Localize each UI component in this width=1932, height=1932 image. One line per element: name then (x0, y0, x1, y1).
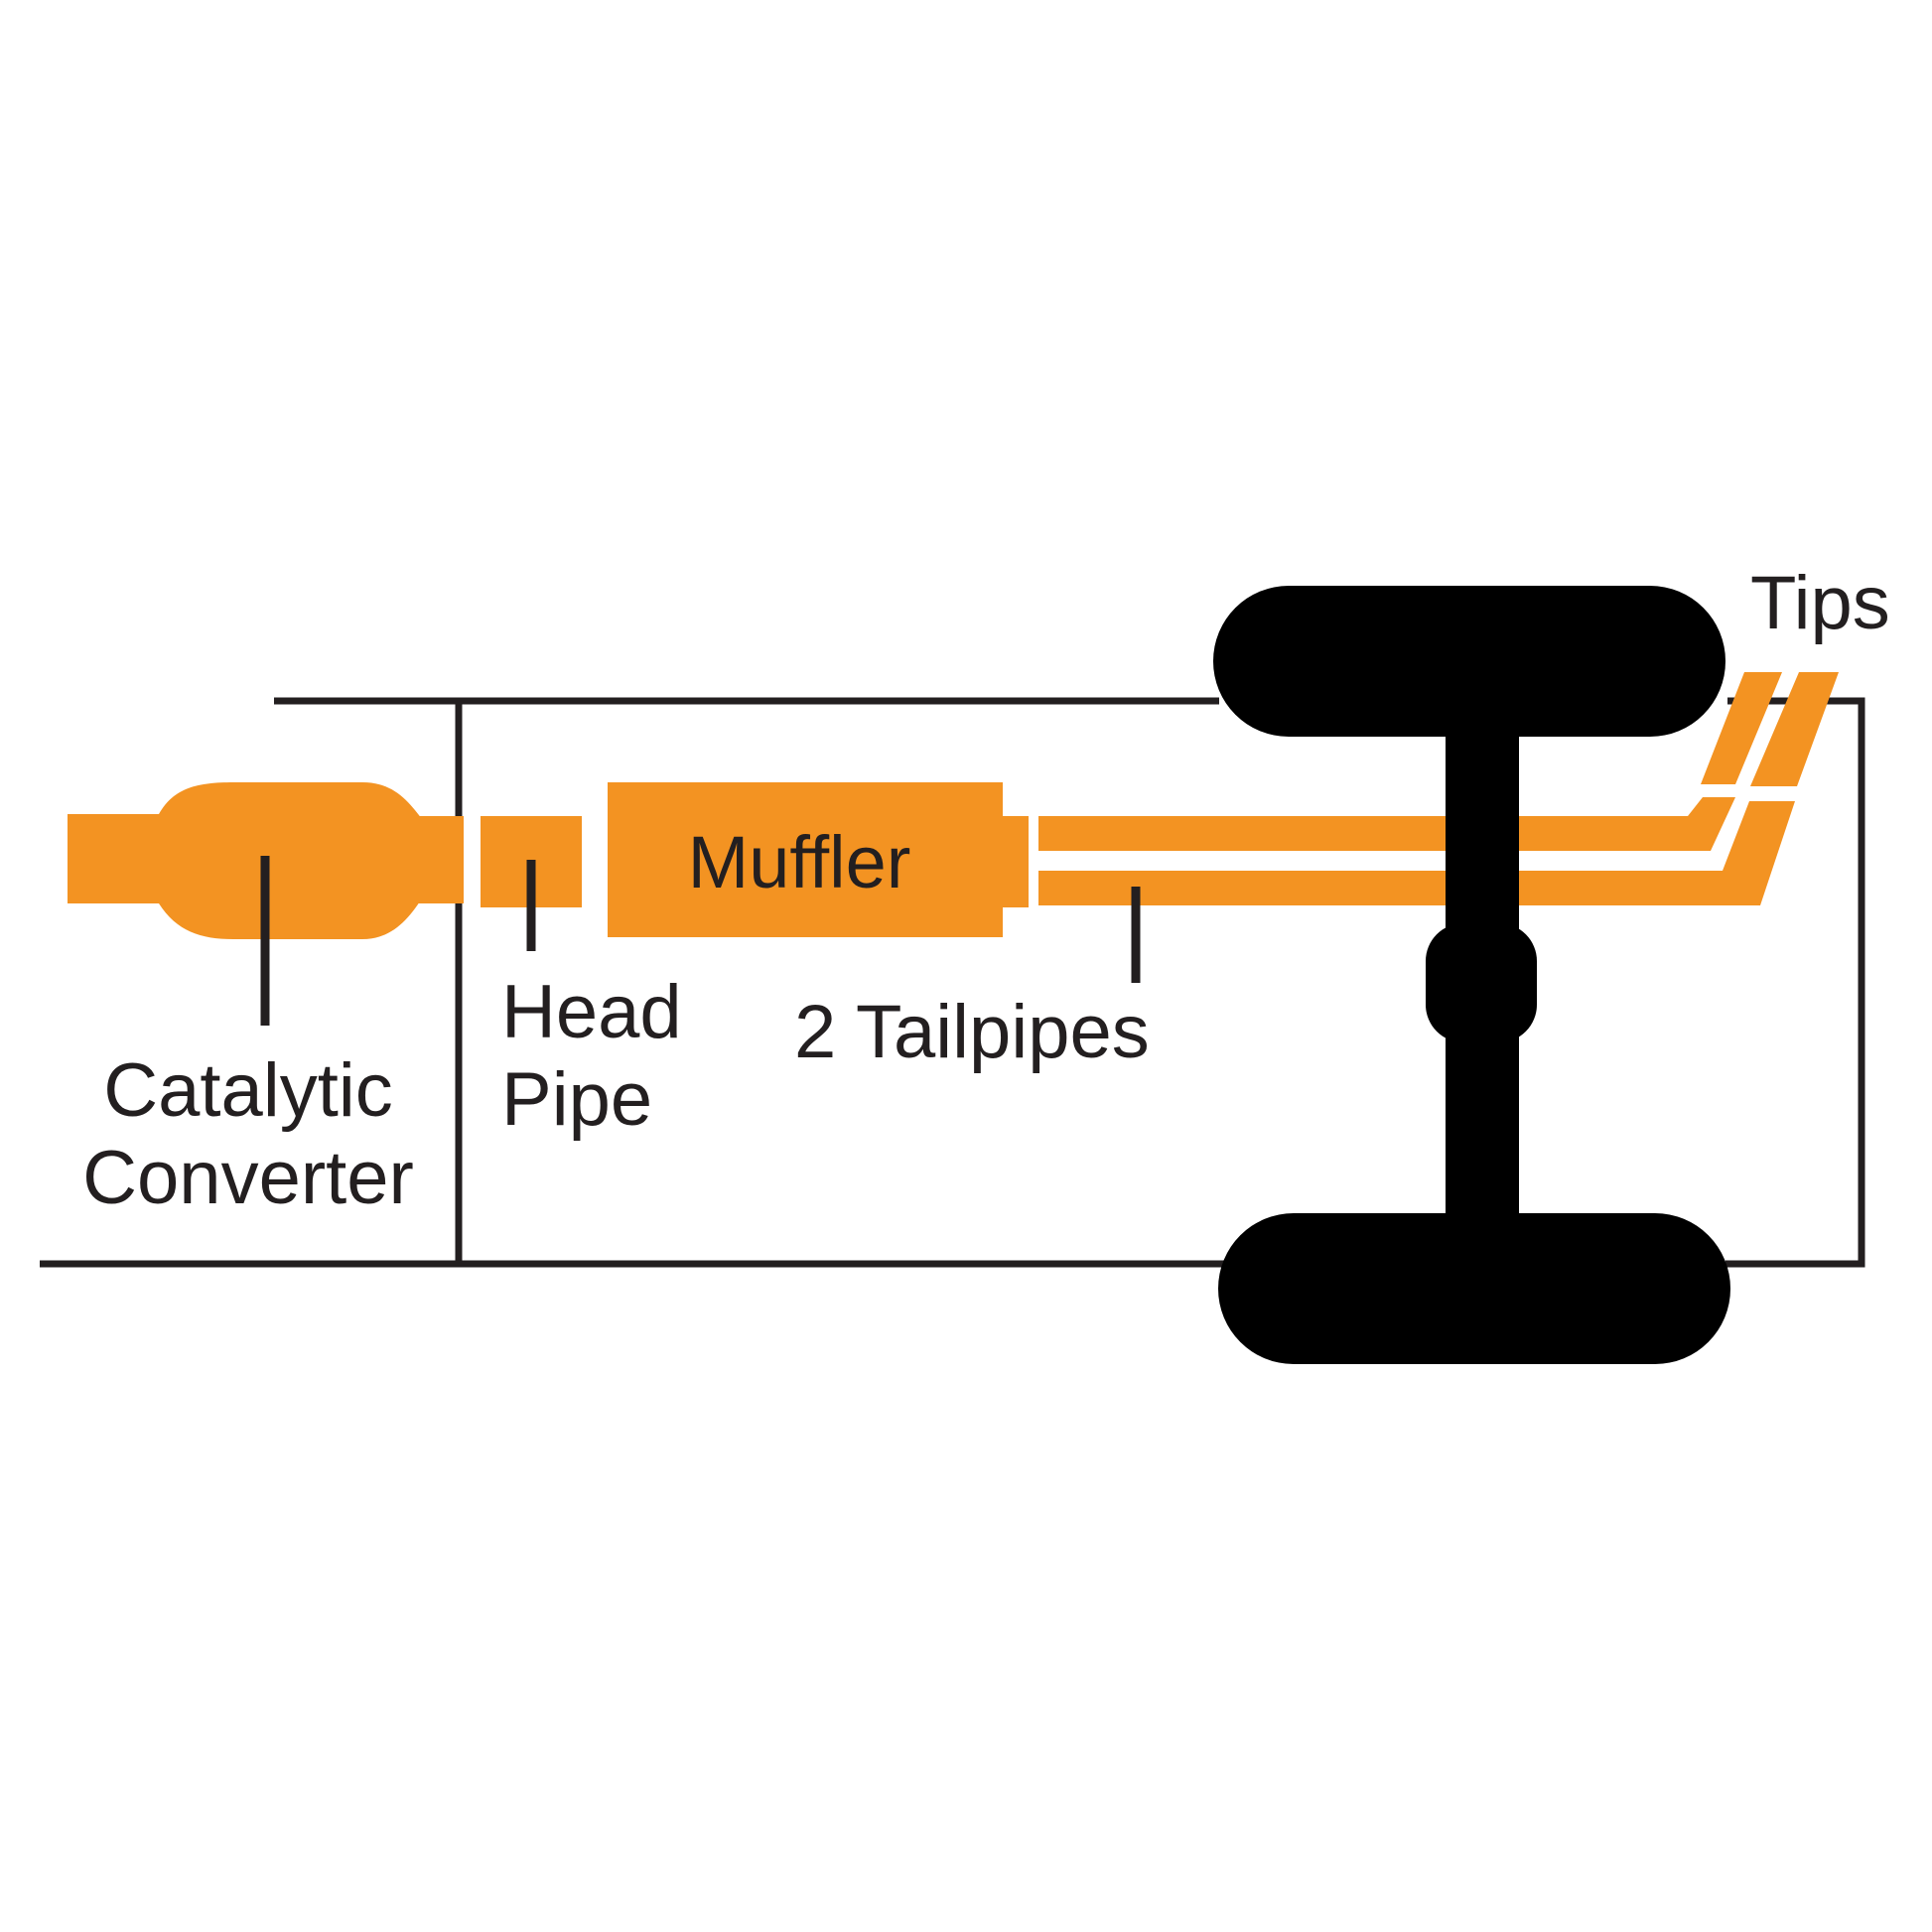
label-catalytic-converter-line2: Converter (82, 1136, 414, 1220)
label-catalytic-converter-line1: Catalytic (103, 1048, 392, 1133)
tip-lower (1750, 672, 1839, 786)
leader-lines (260, 856, 1141, 1026)
differential (1426, 923, 1537, 1042)
rear-tire-bottom (1218, 1213, 1730, 1364)
tailpipe-lower (1038, 801, 1795, 905)
exhaust-system (68, 672, 1839, 939)
label-tips: Tips (1750, 561, 1890, 645)
tip-upper (1701, 672, 1782, 784)
catalytic-converter-body (159, 782, 422, 939)
label-muffler: Muffler (688, 821, 911, 903)
converter-outlet (412, 816, 464, 903)
label-head-pipe-line1: Head (501, 970, 682, 1054)
rear-axle-assembly (1213, 586, 1730, 1364)
label-tailpipes: 2 Tailpipes (794, 990, 1150, 1074)
muffler (608, 782, 1003, 937)
label-head-pipe-line2: Pipe (501, 1057, 652, 1142)
muffler-outlet (1003, 816, 1029, 907)
rear-tire-top (1213, 586, 1725, 737)
tailpipe-upper (1038, 797, 1735, 851)
